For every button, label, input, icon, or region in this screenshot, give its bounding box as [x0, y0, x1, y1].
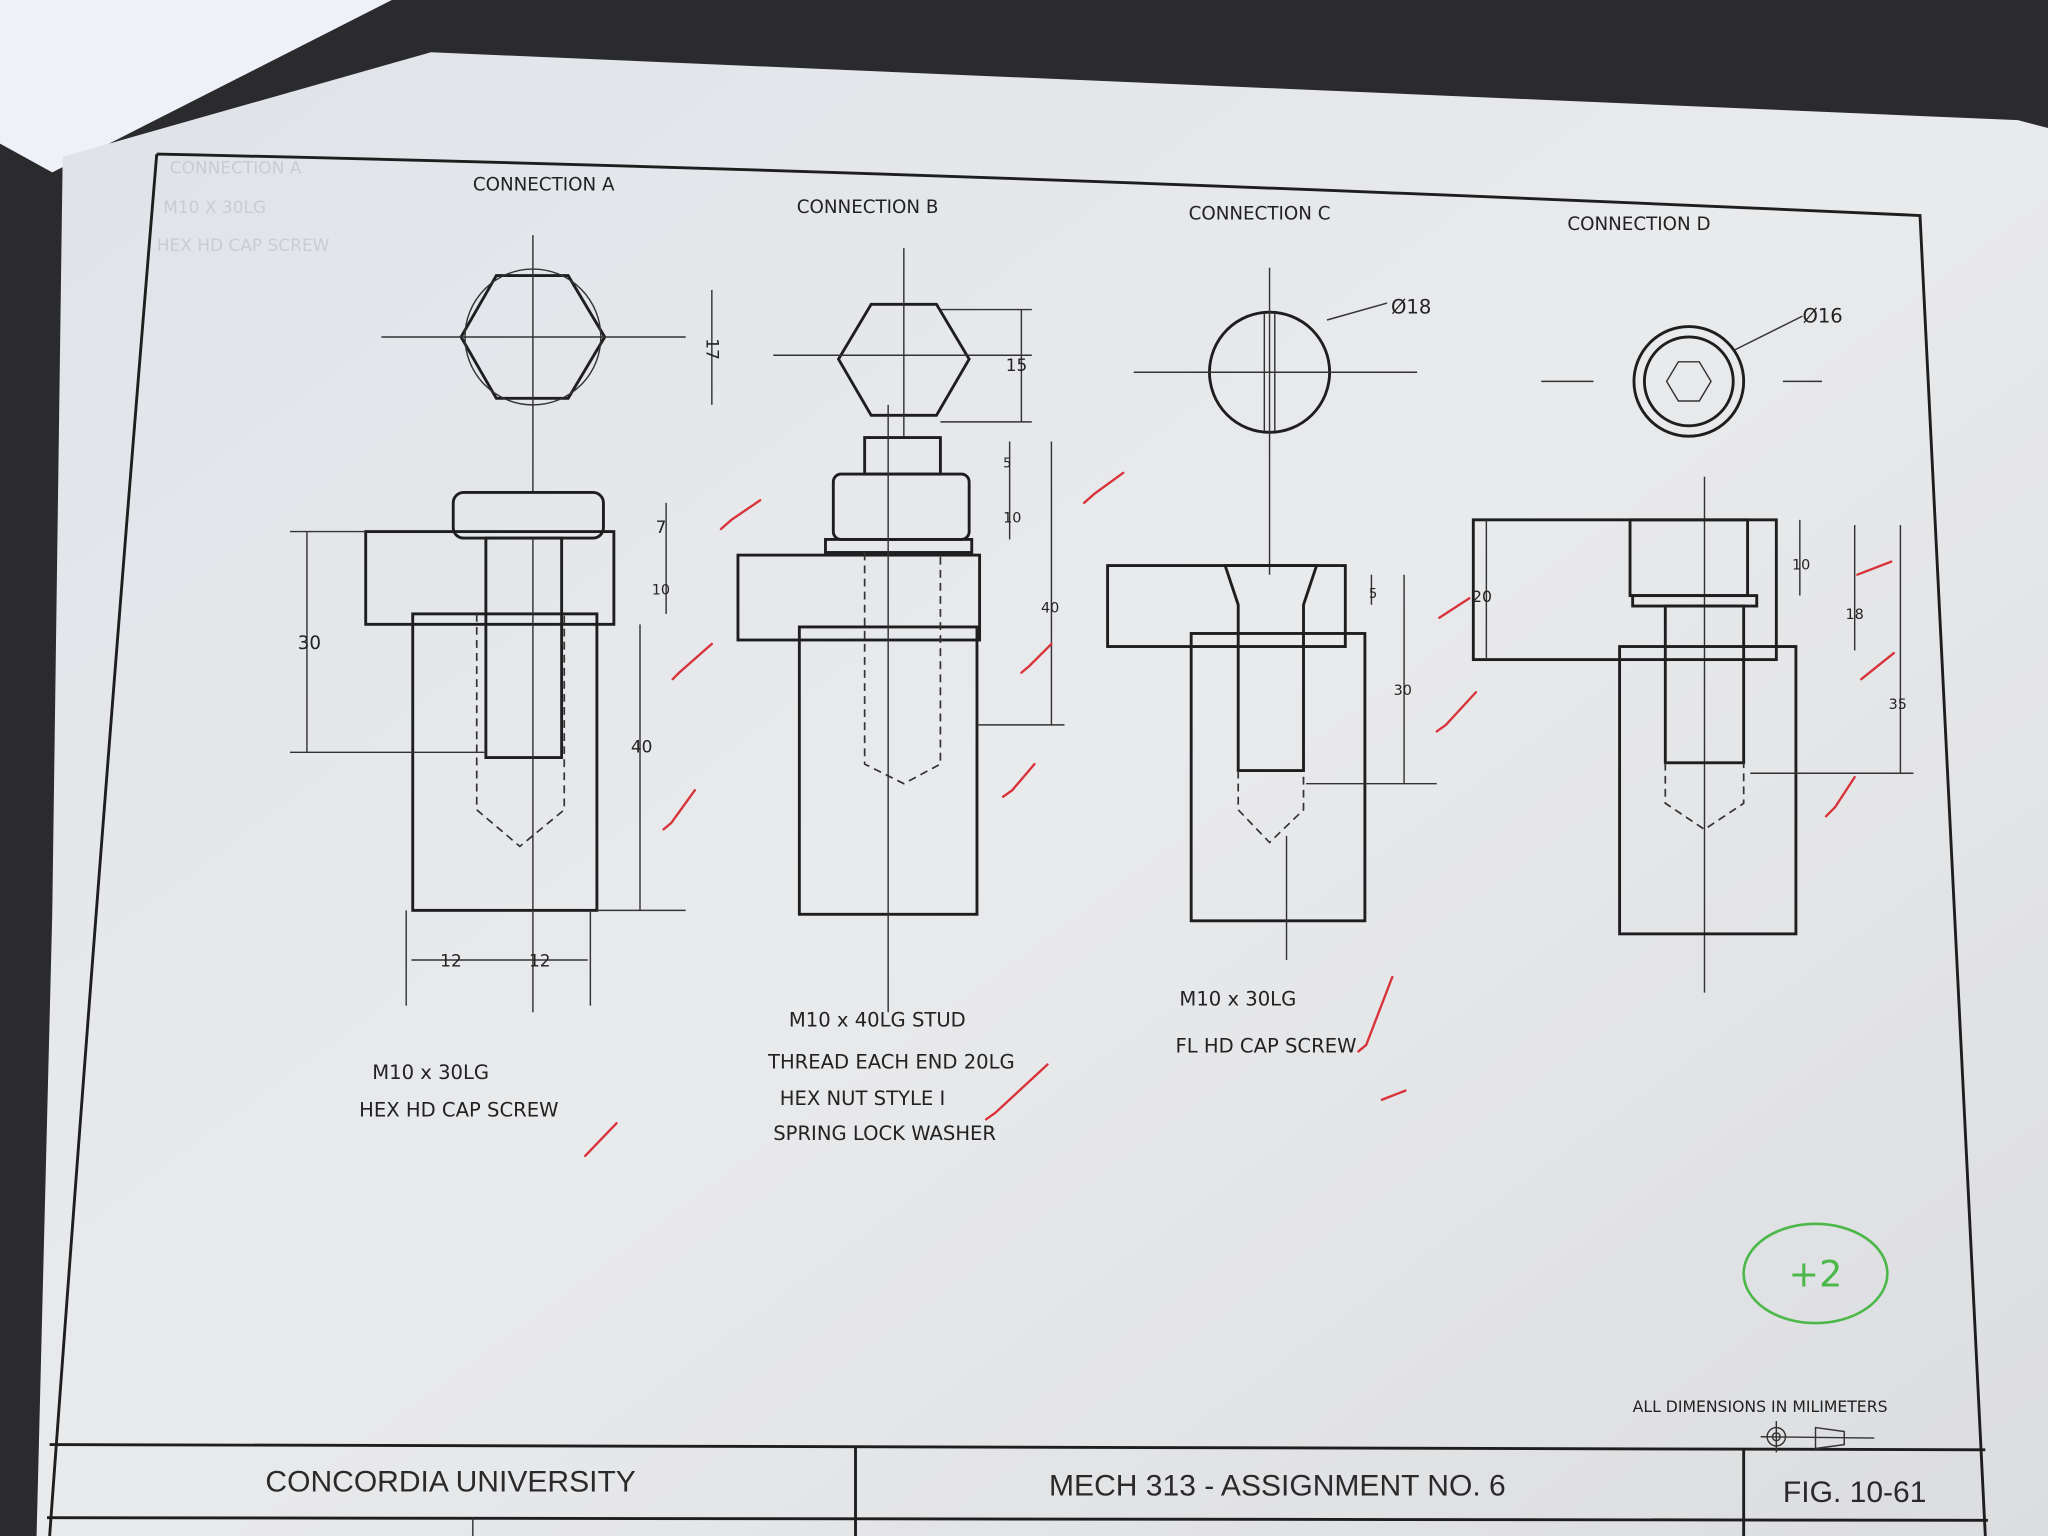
connection-a: CONNECTION A 17 7 10 30 40 12 12 M10 x 3… — [289, 175, 722, 1122]
connection-title: CONNECTION D — [1567, 214, 1710, 235]
third-angle-projection-icon — [1760, 1421, 1875, 1453]
note-line: FL HD CAP SCREW — [1176, 1035, 1357, 1058]
assignment-title: MECH 313 - ASSIGNMENT NO. 6 — [1049, 1470, 1506, 1503]
hex-nut-top-view — [836, 302, 971, 417]
base-block — [1189, 632, 1367, 923]
ghost-notes: CONNECTION A M10 X 30LG HEX HD CAP SCREW — [157, 159, 330, 256]
dim-17: 17 — [702, 338, 722, 360]
socket-head-top-view — [1632, 325, 1746, 438]
top-plate — [364, 530, 616, 626]
dim-18: 18 — [1846, 607, 1864, 623]
title-block: CONCORDIA UNIVERSITY MECH 313 - ASSIGNME… — [47, 1443, 1988, 1536]
drawing-border — [48, 152, 1987, 1536]
institution-name: CONCORDIA UNIVERSITY — [265, 1466, 635, 1499]
dim-diameter-16: Ø16 — [1802, 305, 1842, 328]
dim-30: 30 — [298, 633, 321, 654]
dim-5: 5 — [1369, 587, 1377, 602]
top-plate — [736, 553, 982, 642]
dim-diameter-18: Ø18 — [1391, 295, 1431, 318]
dim-5: 5 — [1003, 457, 1011, 472]
base-block — [1618, 645, 1798, 936]
screw-shank — [1663, 604, 1746, 765]
svg-text:M10 X 30LG: M10 X 30LG — [163, 198, 266, 218]
connection-b: CONNECTION B 15 5 10 40 M10 x 40LG STUD … — [736, 197, 1065, 1145]
connection-d: CONNECTION D Ø16 20 10 18 35 — [1471, 214, 1914, 993]
dim-30: 30 — [1394, 683, 1412, 699]
dim-15: 15 — [1006, 356, 1028, 376]
bolt-shank — [484, 536, 564, 759]
note-line: HEX HD CAP SCREW — [359, 1099, 558, 1122]
grader-checkmarks — [583, 471, 1896, 1158]
paper-sheet — [36, 52, 2048, 1536]
dim-10: 10 — [652, 582, 670, 598]
svg-text:HEX HD CAP SCREW: HEX HD CAP SCREW — [157, 236, 330, 256]
note-line: M10 x 30LG — [1179, 988, 1296, 1011]
back-sheet — [0, 0, 392, 173]
connection-title: CONNECTION B — [797, 197, 939, 218]
svg-text:CONNECTION A: CONNECTION A — [170, 159, 302, 179]
dim-40: 40 — [631, 737, 653, 757]
dim-7: 7 — [656, 518, 667, 538]
dim-12-left: 12 — [440, 952, 462, 972]
connection-title: CONNECTION A — [473, 175, 615, 196]
dim-35: 35 — [1889, 697, 1907, 713]
figure-number: FIG. 10-61 — [1783, 1476, 1927, 1509]
dim-20: 20 — [1472, 587, 1492, 606]
hex-socket — [1665, 361, 1712, 402]
base-block — [411, 612, 599, 912]
dim-40: 40 — [1041, 601, 1059, 617]
note-line: HEX NUT STYLE I — [780, 1087, 946, 1110]
note-line: M10 x 40LG STUD — [789, 1009, 966, 1032]
connection-title: CONNECTION C — [1189, 203, 1331, 224]
grade-score: +2 — [1789, 1253, 1843, 1296]
units-note: ALL DIMENSIONS IN MILIMETERS — [1633, 1397, 1888, 1416]
grade-mark: +2 — [1742, 1222, 1889, 1325]
note-line: M10 x 30LG — [372, 1061, 489, 1084]
dim-12-right: 12 — [529, 952, 551, 972]
connection-c: CONNECTION C Ø18 5 30 M10 x 30LG FL HD C… — [1106, 203, 1437, 1058]
dim-10: 10 — [1792, 557, 1810, 573]
note-line: SPRING LOCK WASHER — [773, 1122, 996, 1145]
stud — [863, 436, 942, 476]
note-line: THREAD EACH END 20LG — [767, 1050, 1015, 1073]
top-plate — [1471, 518, 1778, 662]
dim-10: 10 — [1003, 510, 1021, 526]
